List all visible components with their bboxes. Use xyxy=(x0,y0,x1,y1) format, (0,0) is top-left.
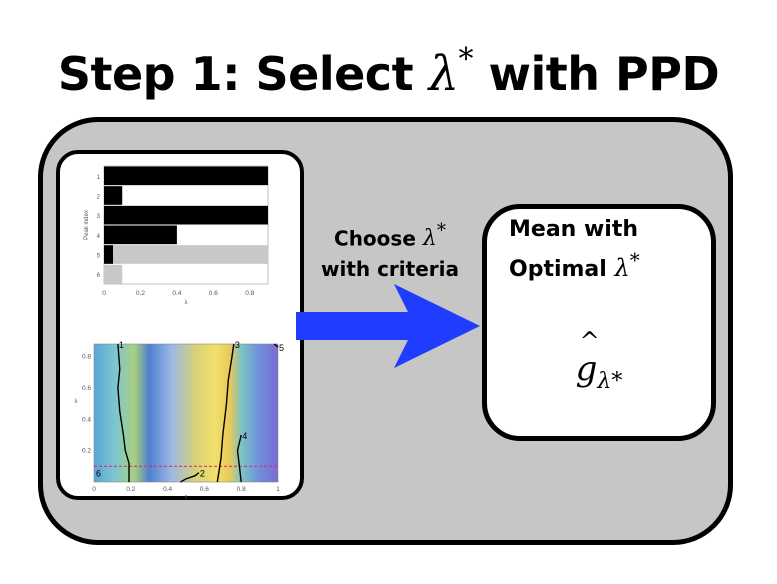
lambda-t-heatmap: 1 2 3 4 5 6 0 0.2 0.4 0.6 0.8 1 0.2 0.4 0.6 0.8 t λ xyxy=(74,340,284,501)
bar xyxy=(104,225,177,245)
tick-label: 0.6 xyxy=(200,486,209,493)
bar xyxy=(104,205,268,225)
curve-label: 2 xyxy=(200,469,205,479)
curve-label: 5 xyxy=(279,343,284,353)
tick-label: 0.8 xyxy=(245,290,254,297)
arrow-label-lambda: λ* xyxy=(422,221,446,252)
tick-label: 0.8 xyxy=(237,486,246,493)
curve-label: 3 xyxy=(235,340,240,350)
result-lambda: λ* xyxy=(614,248,640,282)
result-title: Mean with Optimal λ* xyxy=(509,215,640,285)
result-card: Mean with Optimal λ* gλ* xyxy=(482,204,716,441)
tick-label: 6 xyxy=(97,273,101,279)
curve-label: 6 xyxy=(96,468,101,478)
title-lambda: λ* xyxy=(428,42,474,102)
result-title-line1: Mean with xyxy=(509,217,639,242)
bar xyxy=(113,245,268,264)
tick-label: 2 xyxy=(97,195,101,201)
tick-label: 0 xyxy=(102,290,106,297)
plots-card: 1 2 3 4 5 6 0 0.2 0.4 0.6 0.8 λ Peak index 1 2 3 4 5 6 0 0.… xyxy=(56,150,304,501)
arrow-label-line1: Choose xyxy=(334,226,416,251)
curve-label: 1 xyxy=(119,340,124,350)
curve-label: 4 xyxy=(242,431,247,441)
arrow-icon xyxy=(296,284,480,368)
x-axis-label: λ xyxy=(185,300,188,306)
arrow-label-line2: with criteria xyxy=(320,257,459,282)
peak-index-bar-chart: 1 2 3 4 5 6 0 0.2 0.4 0.6 0.8 λ Peak index xyxy=(84,165,269,306)
y-axis-label: Peak index xyxy=(84,210,90,240)
result-title-line2: Optimal xyxy=(509,257,607,282)
peak-curve xyxy=(117,343,130,482)
tick-label: 0.2 xyxy=(136,290,145,297)
tick-label: 5 xyxy=(97,254,101,260)
heatmap-area xyxy=(94,344,278,482)
tick-label: 1 xyxy=(97,175,101,181)
tick-label: 0.6 xyxy=(82,385,91,392)
bar xyxy=(104,264,123,284)
tick-label: 0.2 xyxy=(82,448,91,455)
tick-label: 0.4 xyxy=(82,416,91,423)
result-formula: gλ* xyxy=(487,327,711,394)
y-axis-label: λ xyxy=(74,398,78,405)
plot-frame xyxy=(93,343,279,483)
tick-label: 0.2 xyxy=(126,486,135,493)
arrow-label: Choose λ* with criteria xyxy=(302,216,478,285)
tick-label: 4 xyxy=(97,234,101,240)
x-axis-label: t xyxy=(185,494,187,501)
diagram-title: Step 1: Select λ* with PPD xyxy=(0,42,777,102)
tick-label: 0.4 xyxy=(172,290,181,297)
bar xyxy=(104,166,268,186)
tick-label: 3 xyxy=(97,214,101,220)
title-text: Step 1: Select xyxy=(57,47,414,101)
tick-label: 1 xyxy=(276,486,280,493)
bar xyxy=(104,186,123,205)
tick-label: 0.8 xyxy=(82,354,91,361)
tick-label: 0 xyxy=(92,486,96,493)
plot-area xyxy=(103,165,269,285)
peak-curve xyxy=(236,434,242,483)
peak-curve xyxy=(180,472,200,483)
tick-label: 0.6 xyxy=(209,290,218,297)
bar xyxy=(104,245,114,264)
title-suffix: with PPD xyxy=(488,47,720,101)
peak-curve xyxy=(216,343,235,483)
peak-curve xyxy=(273,343,279,348)
tick-label: 0.4 xyxy=(163,486,172,493)
